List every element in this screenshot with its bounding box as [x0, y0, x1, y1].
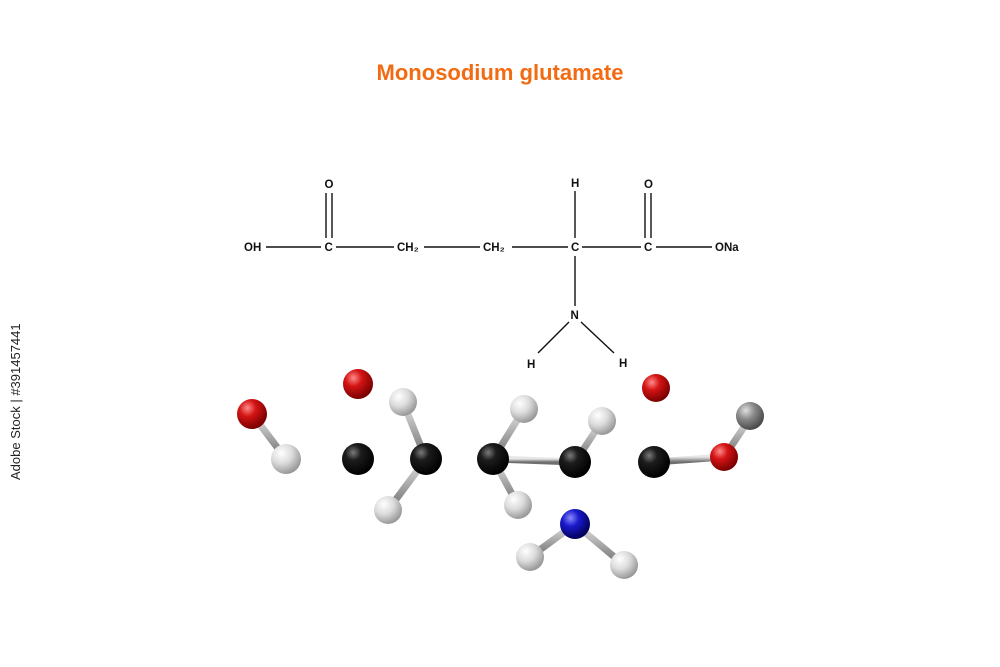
- label-c5: C: [644, 242, 652, 254]
- stock-id-label: Adobe Stock | #391457441: [8, 323, 23, 480]
- carbon-atom: [410, 443, 442, 475]
- bond-n-h1: [537, 321, 570, 354]
- hydrogen-atom: [510, 395, 538, 423]
- hydrogen-atom: [610, 551, 638, 579]
- oxygen-atom: [642, 374, 670, 402]
- bond-n-h2: [580, 321, 615, 354]
- carbon-atom: [342, 443, 374, 475]
- structural-formula: OH C O CH₂ CH₂ C H N H H C O ONa: [244, 178, 739, 371]
- label-h-alpha: H: [571, 178, 579, 190]
- label-o5: O: [644, 179, 653, 191]
- hydrogen-atom: [271, 444, 301, 474]
- oxygen-atom: [343, 369, 373, 399]
- carbon-atom: [638, 446, 670, 478]
- diagram-title: Monosodium glutamate: [376, 60, 624, 85]
- oxygen-atom: [237, 399, 267, 429]
- label-ch2-b: CH₂: [483, 242, 505, 254]
- sodium-atom: [736, 402, 764, 430]
- label-n: N: [571, 310, 579, 322]
- label-oh: OH: [244, 242, 261, 254]
- hydrogen-atom: [374, 496, 402, 524]
- label-ona: ONa: [715, 242, 739, 254]
- hydrogen-atom: [516, 543, 544, 571]
- carbon-atom: [477, 443, 509, 475]
- label-h-n1: H: [527, 359, 535, 371]
- hydrogen-atom: [389, 388, 417, 416]
- hydrogen-atom: [588, 407, 616, 435]
- hydrogen-atom: [504, 491, 532, 519]
- label-c1: C: [325, 242, 333, 254]
- carbon-atom: [559, 446, 591, 478]
- label-c-alpha: C: [571, 242, 579, 254]
- oxygen-atom: [710, 443, 738, 471]
- label-o1: O: [325, 179, 334, 191]
- model-bonds: [248, 381, 754, 569]
- nitrogen-atom: [560, 509, 590, 539]
- label-h-n2: H: [619, 358, 627, 370]
- label-ch2-a: CH₂: [397, 242, 419, 254]
- ball-and-stick-model: [237, 369, 764, 579]
